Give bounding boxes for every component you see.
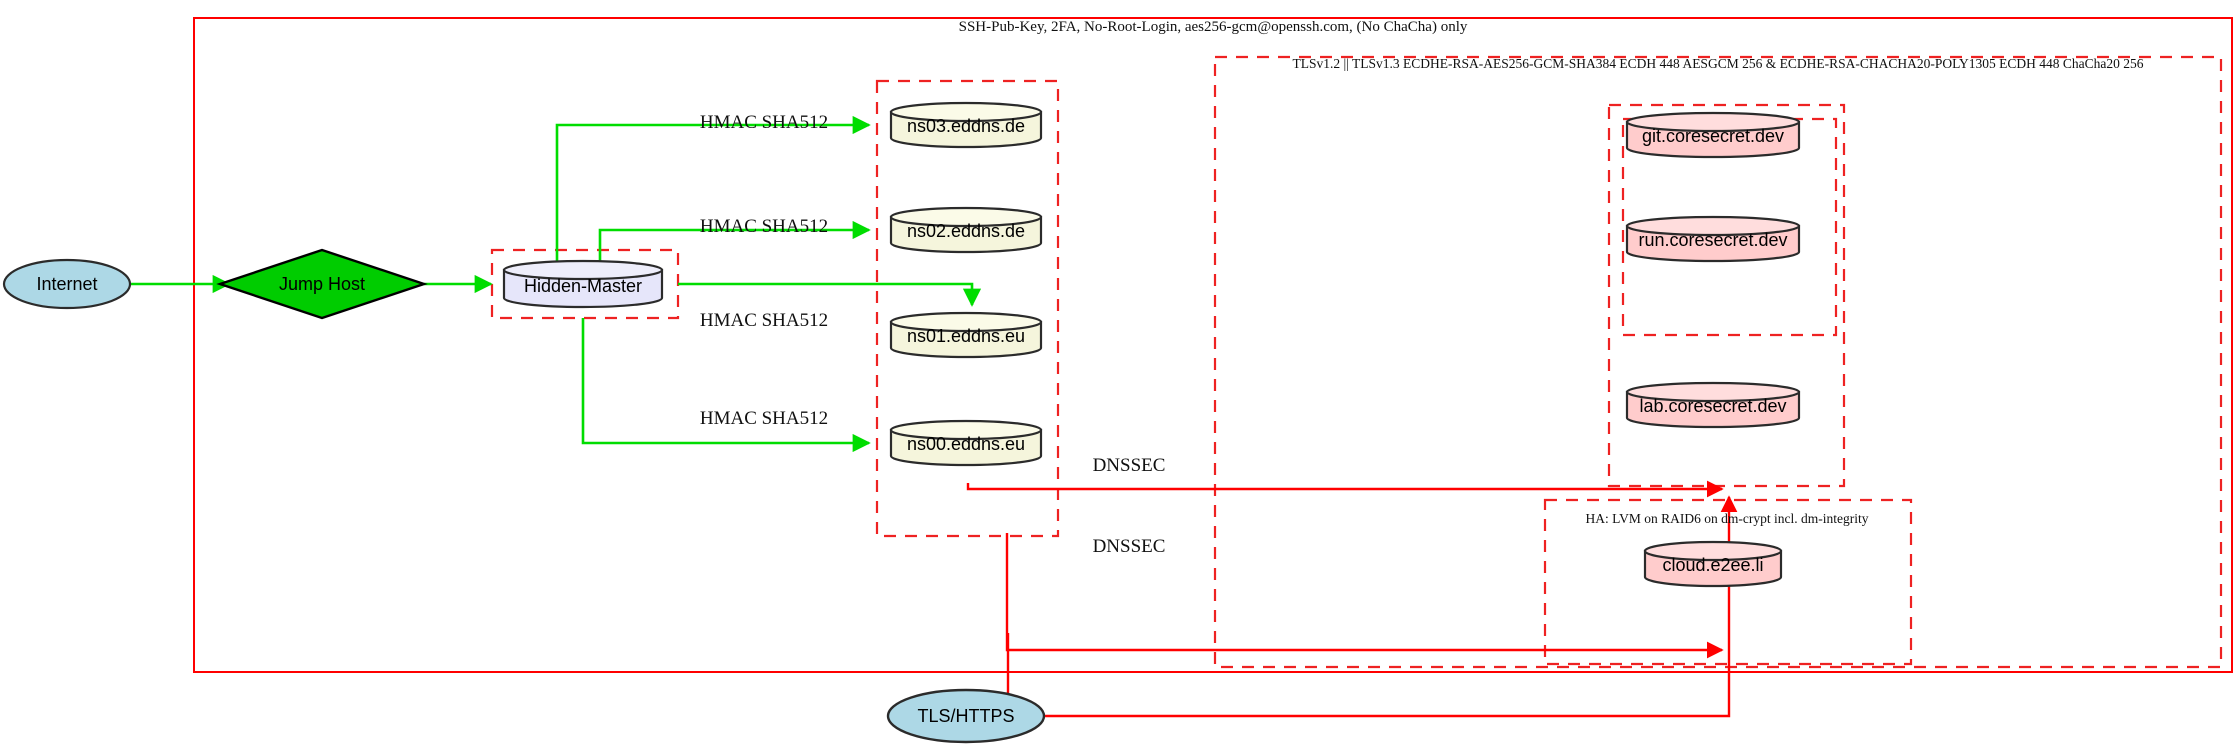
cluster-outer-label: SSH-Pub-Key, 2FA, No-Root-Login, aes256-…	[959, 19, 1468, 35]
node-ns00[interactable]: ns00.eddns.eu	[889, 419, 1043, 467]
cluster-tls-boundary	[1213, 55, 2223, 669]
edge-dnssec-coresecret	[966, 480, 1724, 498]
node-cloud-e2ee-label: cloud.e2ee.li	[1662, 555, 1763, 575]
edge-label-hmac-ns03: HMAC SHA512	[700, 112, 828, 133]
edge-label-hmac-ns01: HMAC SHA512	[700, 310, 828, 331]
cluster-dns-boundary	[875, 79, 1060, 538]
node-ns02-label: ns02.eddns.de	[907, 221, 1025, 241]
edge-hiddenmaster-ns03	[555, 115, 871, 262]
node-run-coresecret-label: run.coresecret.dev	[1638, 230, 1787, 250]
node-ns00-label: ns00.eddns.eu	[907, 434, 1025, 454]
node-jump-host[interactable]: Jump Host	[216, 248, 428, 320]
node-cloud-e2ee[interactable]: cloud.e2ee.li	[1643, 540, 1783, 588]
node-ns01-label: ns01.eddns.eu	[907, 326, 1025, 346]
edge-label-dnssec-lower: DNSSEC	[1093, 536, 1166, 557]
cluster-coresecret-outer-boundary	[1607, 103, 1846, 488]
edge-label-hmac-ns02: HMAC SHA512	[700, 216, 828, 237]
edge-label-hmac-ns00: HMAC SHA512	[700, 408, 828, 429]
node-ns01[interactable]: ns01.eddns.eu	[889, 311, 1043, 359]
edge-hiddenmaster-ns00	[581, 318, 871, 453]
node-ns03-label: ns03.eddns.de	[907, 116, 1025, 136]
node-run-coresecret[interactable]: run.coresecret.dev	[1625, 215, 1801, 263]
cluster-tls-label: TLSv1.2 || TLSv1.3 ECDHE-RSA-AES256-GCM-…	[1293, 56, 2144, 71]
node-ns02[interactable]: ns02.eddns.de	[889, 206, 1043, 254]
node-jump-host-label: Jump Host	[279, 274, 365, 294]
node-internet[interactable]: Internet	[2, 258, 132, 310]
node-git-coresecret-label: git.coresecret.dev	[1642, 126, 1784, 146]
node-internet-label: Internet	[36, 274, 97, 294]
edge-label-dnssec-upper: DNSSEC	[1093, 455, 1166, 476]
node-hidden-master-label: Hidden-Master	[524, 276, 642, 296]
node-ns03[interactable]: ns03.eddns.de	[889, 101, 1043, 149]
cluster-outer-boundary	[193, 17, 2233, 673]
node-tls-https[interactable]: TLS/HTTPS	[886, 688, 1046, 744]
edge-hiddenmaster-ns02	[598, 220, 871, 262]
cluster-ha-boundary	[1543, 498, 1913, 666]
cluster-ha-label: HA: LVM on RAID6 on dm-crypt incl. dm-in…	[1586, 511, 1869, 526]
node-hidden-master[interactable]: Hidden-Master	[502, 259, 664, 309]
node-tls-https-label: TLS/HTTPS	[917, 706, 1014, 726]
edge-tlshttps-coresecret	[1010, 495, 1738, 718]
node-lab-coresecret-label: lab.coresecret.dev	[1639, 396, 1786, 416]
node-lab-coresecret[interactable]: lab.coresecret.dev	[1625, 381, 1801, 429]
edge-hiddenmaster-ns01	[678, 282, 982, 307]
node-git-coresecret[interactable]: git.coresecret.dev	[1625, 111, 1801, 159]
